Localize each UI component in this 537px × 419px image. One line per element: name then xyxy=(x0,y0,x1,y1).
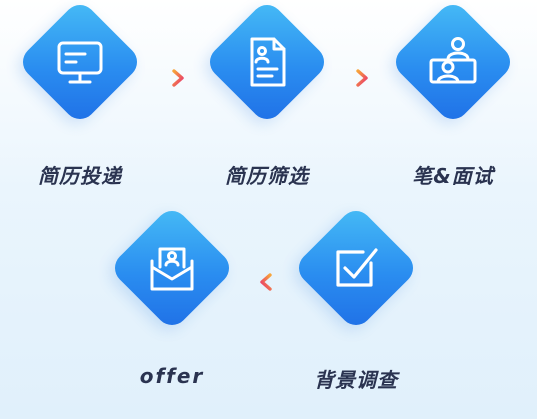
chevron-right-arrow-2 xyxy=(355,69,369,87)
step-label-resume-submit: 简历投递 xyxy=(38,164,122,188)
monitor-icon xyxy=(45,27,115,97)
checkbox-icon xyxy=(321,233,391,303)
chevron-left-arrow xyxy=(259,273,273,291)
step-label-resume-screen: 简历筛选 xyxy=(225,164,309,188)
step-label-background-check: 背景调查 xyxy=(314,368,398,392)
step-label-interview: 笔&面试 xyxy=(412,164,494,188)
step-label-offer: offer xyxy=(139,364,205,388)
chevron-right-arrow-1 xyxy=(171,69,185,87)
video-meeting-icon xyxy=(418,27,488,97)
offer-envelope-icon xyxy=(137,233,207,303)
resume-document-icon xyxy=(232,27,302,97)
